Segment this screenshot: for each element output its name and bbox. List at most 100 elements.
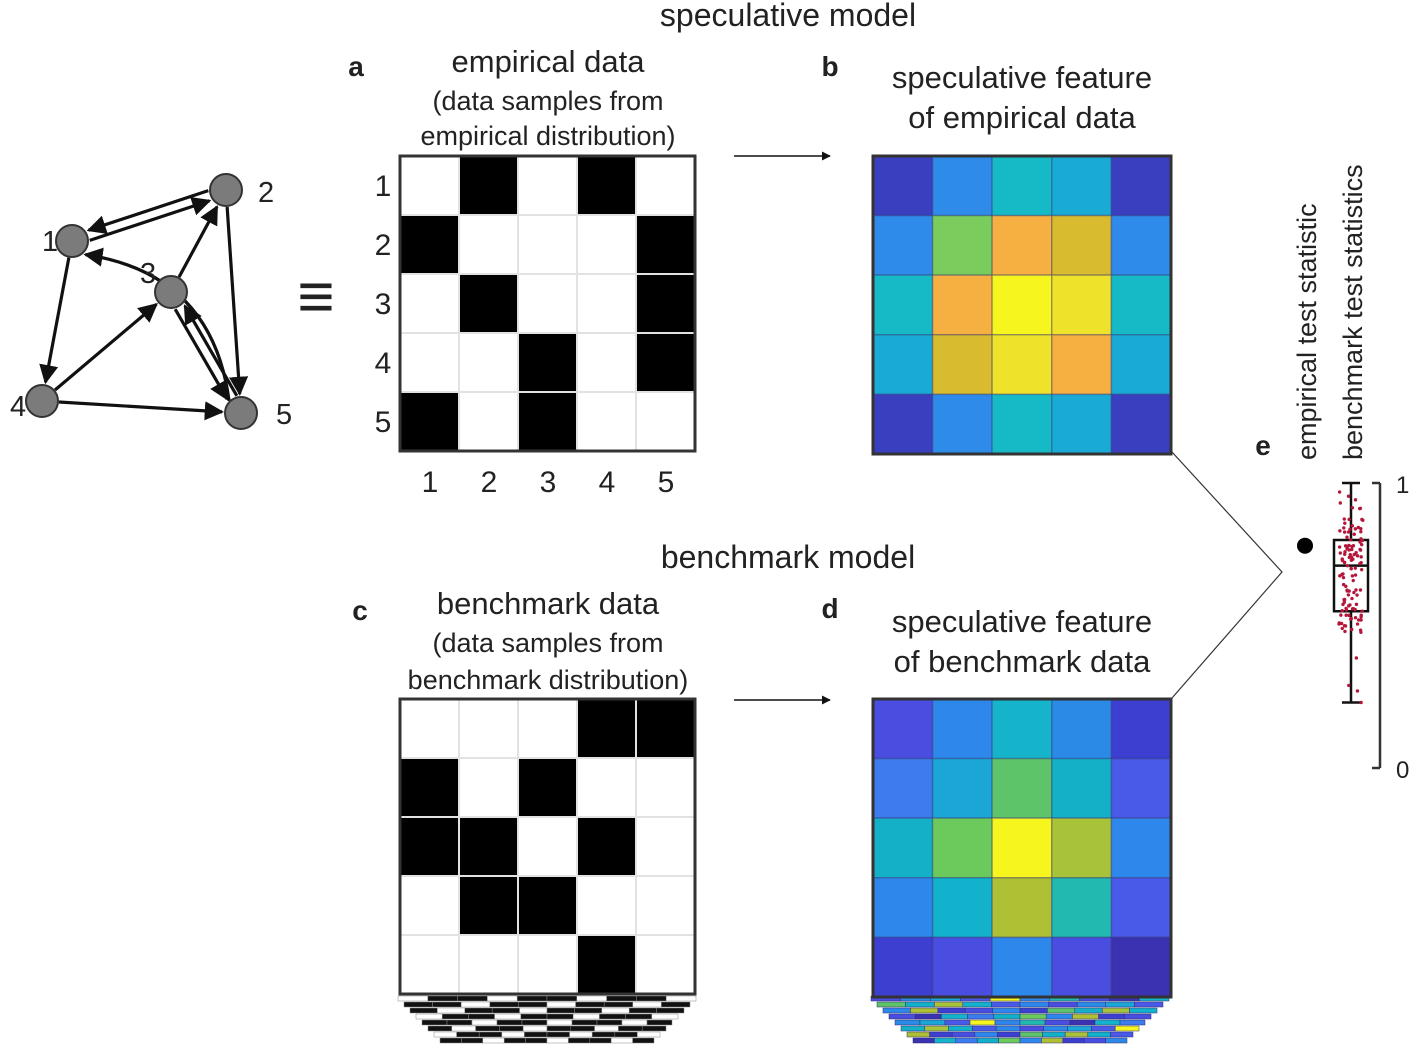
empirical-statistic-point xyxy=(1297,537,1313,554)
benchmark-model-heading: benchmark model xyxy=(661,539,915,575)
empirical-matrix-cell-5-3 xyxy=(517,391,578,452)
benchmark-feature-cell-3-1 xyxy=(872,817,934,879)
col-label-1: 1 xyxy=(422,466,439,499)
benchmark-sample-layer-segment xyxy=(522,1025,548,1032)
benchmark-statistic-point xyxy=(1353,566,1358,570)
col-label-4: 4 xyxy=(599,466,616,499)
benchmark-matrix-cell-2-2 xyxy=(458,757,519,818)
benchmark-feature-cell-2-1 xyxy=(872,757,934,819)
panel-d-letter: d xyxy=(821,593,838,624)
benchmark-sample-layer-segment xyxy=(665,995,697,1002)
benchmark-sample-layer-segment xyxy=(415,1013,443,1020)
benchmark-matrix-cell-4-2 xyxy=(458,875,519,936)
benchmark-sample-layer-segment xyxy=(461,1037,484,1044)
empirical-feature-cell-5-2 xyxy=(931,393,993,455)
benchmark-feature-layer-segment xyxy=(1110,1031,1134,1038)
empirical-feature-cell-1-1 xyxy=(872,155,934,217)
benchmark-feature-layer-segment xyxy=(941,1013,968,1020)
benchmark-matrix-cell-3-4 xyxy=(576,816,637,877)
empirical-matrix-cell-3-5 xyxy=(635,273,696,334)
empirical-feature-cell-5-5 xyxy=(1110,393,1172,455)
empirical-matrix-frame xyxy=(398,154,697,453)
empirical-matrix-cell-4-3 xyxy=(517,332,578,393)
benchmark-matrix-frame xyxy=(398,697,697,996)
benchmark-feature-layer-segment xyxy=(998,1037,1021,1044)
benchmark-sample-layer-segment xyxy=(427,995,458,1002)
benchmark-feature-layer-segment xyxy=(937,1007,966,1014)
benchmark-statistic-point xyxy=(1344,613,1348,617)
benchmark-statistic-point xyxy=(1359,555,1363,559)
benchmark-feature-layer-segment xyxy=(1019,1007,1048,1014)
benchmark-feature-layer-segment xyxy=(919,1019,946,1026)
connector-to-panel-e xyxy=(1171,451,1283,699)
benchmark-statistic-point xyxy=(1360,538,1365,543)
empirical-matrix-cell-2-4 xyxy=(576,214,637,275)
col-label-2: 2 xyxy=(481,466,498,499)
col-label-3: 3 xyxy=(540,466,557,499)
benchmark-statistic-point xyxy=(1353,616,1358,620)
edge-4-to-3 xyxy=(53,303,158,392)
benchmark-feature-layer-segment xyxy=(993,1013,1021,1020)
benchmark-feature-layer-segment xyxy=(1048,1001,1078,1008)
benchmark-statistic-point xyxy=(1354,656,1359,660)
benchmark-feature-layer-segment xyxy=(882,1007,911,1014)
benchmark-statistic-point xyxy=(1340,557,1344,561)
row-label-3: 3 xyxy=(375,288,392,321)
row-label-4: 4 xyxy=(375,347,392,380)
empirical-matrix-cell-5-4 xyxy=(576,391,637,452)
benchmark-sample-layer-segment xyxy=(570,1025,595,1032)
benchmark-statistic-point xyxy=(1359,613,1363,617)
benchmark-statistic-point xyxy=(1349,617,1353,621)
benchmark-sample-layer-segment xyxy=(403,1001,433,1008)
benchmark-sample-layer-segment xyxy=(518,1001,548,1008)
benchmark-matrix-cell-5-5 xyxy=(635,934,696,995)
benchmark-sample-stack xyxy=(397,995,697,1044)
benchmark-statistic-point xyxy=(1359,700,1363,705)
benchmark-feature-cell-4-4 xyxy=(1051,877,1113,939)
benchmark-statistic-point xyxy=(1347,517,1351,522)
benchmark-feature-cell-3-2 xyxy=(931,817,993,879)
benchmark-sample-layer-segment xyxy=(614,1031,638,1038)
benchmark-statistic-point xyxy=(1338,529,1342,533)
benchmark-matrix-cell-1-4 xyxy=(576,698,637,759)
benchmark-feature-layer-segment xyxy=(910,1007,939,1014)
node-label-2: 2 xyxy=(258,177,274,209)
panel-c-letter: c xyxy=(352,595,368,626)
node-5 xyxy=(224,396,258,430)
benchmark-sample-layer-segment xyxy=(432,1001,462,1008)
edge-1-to-4 xyxy=(39,257,71,385)
benchmark-sample-layer-segment xyxy=(516,995,548,1002)
benchmark-sample-layer-segment xyxy=(397,995,429,1002)
benchmark-sample-layer-segment xyxy=(591,1031,616,1038)
benchmark-statistic-point xyxy=(1361,518,1365,522)
panel-d-title-1: speculative feature xyxy=(892,604,1152,639)
benchmark-feature-layer-segment xyxy=(900,1025,926,1032)
benchmark-sample-layer-segment xyxy=(501,1031,525,1038)
benchmark-matrix-cell-2-3 xyxy=(517,757,578,818)
benchmark-statistic-point xyxy=(1342,597,1347,602)
benchmark-feature-cell-4-5 xyxy=(1110,877,1172,939)
benchmark-feature-frame xyxy=(871,697,1173,999)
benchmark-sample-layer-segment xyxy=(525,1037,548,1044)
benchmark-feature-layer-segment xyxy=(1087,1031,1111,1038)
benchmark-feature-layer-segment xyxy=(994,1019,1021,1026)
benchmark-statistic-point xyxy=(1341,602,1345,607)
benchmark-sample-layer-segment xyxy=(437,1007,466,1014)
benchmark-statistic-point xyxy=(1354,602,1359,607)
benchmark-statistic-point xyxy=(1358,548,1363,552)
benchmark-sample-layer-segment xyxy=(574,1007,603,1014)
benchmark-statistic-point xyxy=(1359,618,1363,622)
empirical-feature-cell-2-1 xyxy=(872,214,934,276)
benchmark-sample-layer-segment xyxy=(460,1001,491,1008)
benchmark-statistic-point xyxy=(1351,578,1355,583)
panel-b-letter: b xyxy=(821,51,838,82)
benchmark-matrix-cell-1-1 xyxy=(399,698,460,759)
benchmark-sample-layer-segment xyxy=(546,995,578,1002)
edge-2-to-5 xyxy=(225,206,249,396)
benchmark-matrix-cell-3-5 xyxy=(635,816,696,877)
benchmark-statistic-point xyxy=(1344,584,1348,589)
benchmark-feature-cell-1-4 xyxy=(1051,698,1113,760)
empirical-feature-cell-4-1 xyxy=(872,334,934,396)
benchmark-statistic-point xyxy=(1342,560,1347,565)
benchmark-feature-layer-segment xyxy=(905,1001,935,1008)
